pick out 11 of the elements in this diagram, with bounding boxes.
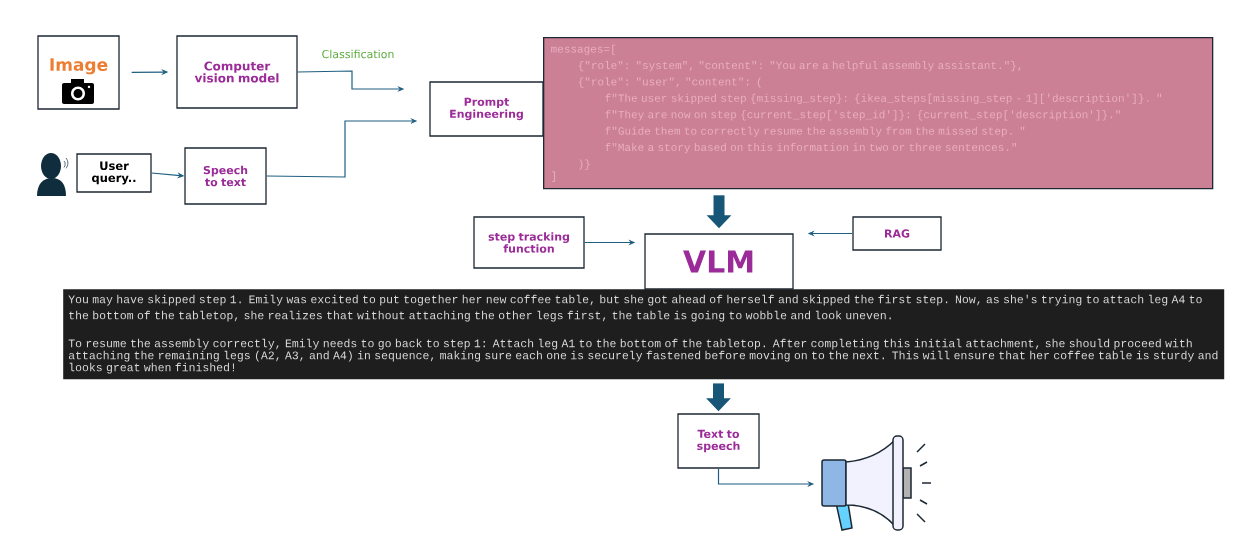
process-box: Computer vision model — [176, 35, 298, 109]
process-box: VLM — [644, 233, 794, 290]
process-box: Speech to text — [184, 147, 267, 205]
process-box: RAG — [852, 216, 942, 251]
edge-label: Classification — [320, 48, 396, 60]
output-text-panel: You may have skipped step 1. Emily was excited to put together her new coffee table, but she got ahead of herself and skipped the first step. Now, as she's trying to attach leg A4 to the bottom of the tabletop, she realizes that without attaching the other legs first, the table is going to wobble and look uneven. To resume the assembly correctly, Emily needs to go back to step 1: Attach leg A1 to the bottom of the tabletop. After completing this initial attachment, she should proceed with attaching the remaining legs (A2, A3, and A4) in sequence, making sure each one is securely fastened before moving on to the next. This will ensure that her coffee table is sturdy and looks great when finished! — [63, 289, 1225, 380]
process-box: Prompt Engineering — [429, 81, 544, 137]
process-box: User query.. — [76, 153, 152, 193]
process-box: Text to speech — [677, 413, 760, 469]
megaphone-drawing — [821, 435, 932, 531]
process-box: step tracking function — [473, 216, 585, 269]
